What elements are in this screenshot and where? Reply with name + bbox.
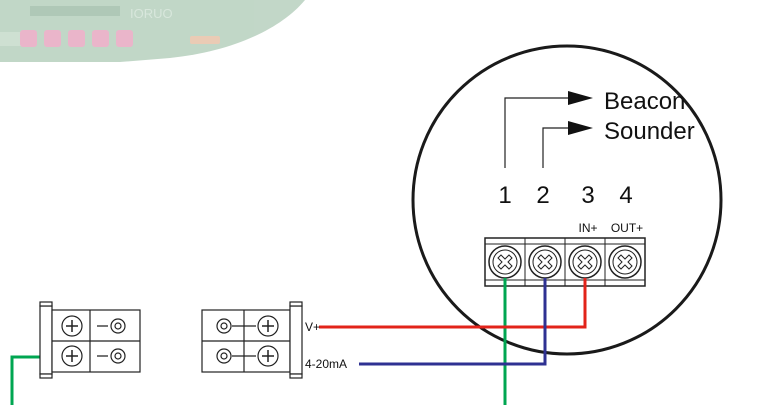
connector-screw-icon: [61, 345, 83, 367]
connector-screw-icon: [257, 345, 279, 367]
terminal-block: [484, 237, 646, 287]
supply-wire-label: V+: [305, 320, 320, 334]
connector-pin-icon: [216, 318, 232, 334]
connector-pin-icon: [216, 348, 232, 364]
connector-pin-icon: [110, 348, 126, 364]
sounder-label: Sounder: [604, 118, 695, 145]
pcb-led: [92, 30, 109, 47]
pcb-fragment: IORUO: [0, 0, 305, 62]
pcb-led: [44, 30, 61, 47]
sounder-arrow-icon: [568, 121, 593, 135]
signal-wire: [359, 278, 547, 366]
supply-wire: [319, 278, 587, 329]
pcb-led: [20, 30, 37, 47]
terminal-function-4: OUT+: [611, 221, 643, 235]
connector-screw-icon: [61, 315, 83, 337]
terminal-screw-icon: [608, 245, 642, 279]
terminal-screw-icon: [528, 245, 562, 279]
terminal-number-3: 3: [581, 182, 594, 209]
terminal-function-3: IN+: [578, 221, 597, 235]
beacon-label: Beacon: [604, 88, 685, 115]
connector-pin-icon: [110, 318, 126, 334]
ground-wire: [10, 355, 40, 405]
pcb-silkscreen: IORUO: [130, 6, 173, 21]
terminal-number-4: 4: [619, 182, 632, 209]
terminal-screw-icon: [488, 245, 522, 279]
left-connector: [39, 301, 141, 379]
pcb-led: [68, 30, 85, 47]
sounder-lead: [542, 127, 572, 168]
beacon-arrow-icon: [568, 91, 593, 105]
pcb-led: [116, 30, 133, 47]
connector-screw-icon: [257, 315, 279, 337]
terminal-number-1: 1: [498, 182, 511, 209]
right-connector: [201, 301, 303, 379]
beacon-lead: [504, 97, 572, 168]
signal-wire-label: 4-20mA: [305, 357, 347, 371]
terminal-screw-icon: [568, 245, 602, 279]
terminal-number-2: 2: [536, 182, 549, 209]
